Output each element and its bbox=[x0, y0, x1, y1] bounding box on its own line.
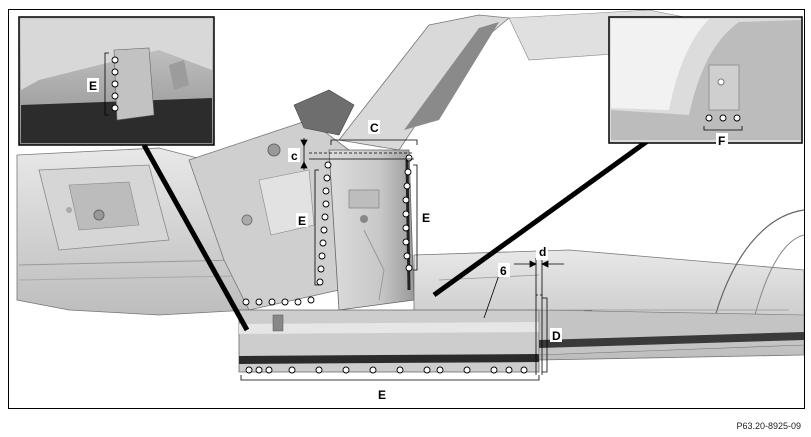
label-part-6: 6 bbox=[500, 264, 507, 278]
label-e-b-pillar: E bbox=[422, 211, 430, 225]
label-e-inset-left: E bbox=[89, 79, 97, 93]
label-f-inset-right: F bbox=[718, 134, 725, 148]
label-d-dimension: d bbox=[539, 245, 546, 259]
weld-spots bbox=[242, 154, 528, 374]
label-e-sill: E bbox=[378, 388, 386, 402]
label-c-upper: C bbox=[370, 121, 379, 135]
cut-lines bbox=[240, 138, 564, 381]
a-pillar-structure bbox=[188, 89, 355, 311]
front-floor-structure bbox=[16, 147, 250, 316]
inset-detail-left bbox=[18, 16, 215, 146]
diagram-labels: E C c E E d 6 D E F bbox=[87, 78, 728, 402]
inset-detail-right bbox=[608, 16, 803, 144]
label-d-section: D bbox=[552, 329, 561, 343]
reference-code: P63.20-8925-09 bbox=[736, 421, 801, 431]
diagram-frame: E C c E E d 6 D E F bbox=[8, 9, 805, 409]
car-body-drawing: E C c E E d 6 D E F bbox=[16, 10, 804, 402]
label-c-dimension: c bbox=[291, 149, 298, 163]
side-sill bbox=[238, 309, 804, 373]
b-pillar bbox=[328, 149, 415, 311]
label-e-a-pillar: E bbox=[298, 214, 306, 228]
inset-leader-lines bbox=[141, 137, 651, 332]
